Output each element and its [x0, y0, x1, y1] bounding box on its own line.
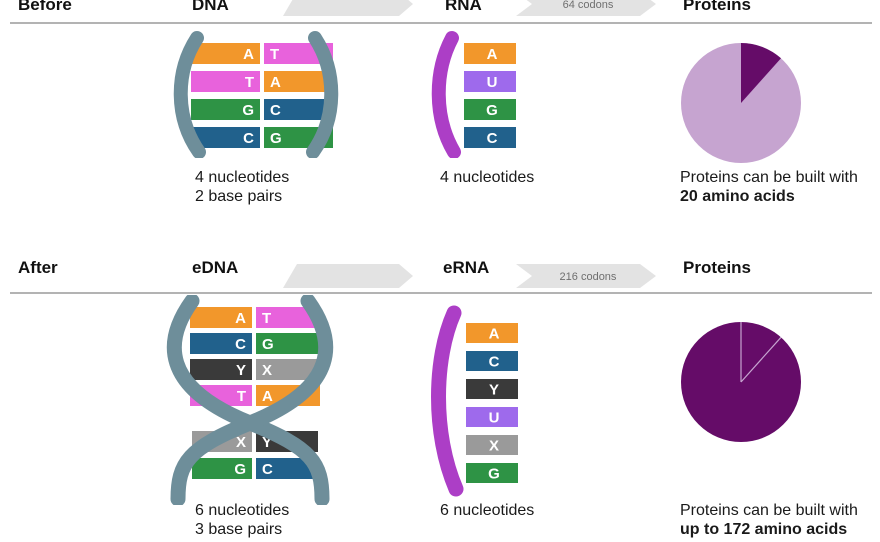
svg-text:G: G	[486, 102, 498, 119]
arrow-rna-to-proteins: 64 codons	[516, 0, 656, 16]
rna-caption-after: 6 nucleotides	[440, 502, 535, 519]
dna-caption-before: 4 nucleotides 2 base pairs	[195, 169, 290, 205]
column-label-proteins: Proteins	[683, 0, 752, 14]
svg-text:G: G	[262, 336, 274, 353]
column-label-proteins: Proteins	[683, 258, 752, 277]
svg-text:C: C	[487, 130, 498, 147]
svg-text:A: A	[243, 46, 254, 63]
column-label-dna: DNA	[192, 0, 229, 14]
svg-text:A: A	[270, 74, 281, 91]
svg-text:Y: Y	[489, 382, 499, 399]
svg-text:A: A	[262, 388, 273, 405]
arrow-dna-to-rna	[283, 0, 413, 16]
svg-text:A: A	[235, 310, 246, 327]
protein-caption-after: Proteins can be built with up to 172 ami…	[680, 502, 858, 538]
svg-text:T: T	[237, 388, 246, 405]
svg-text:C: C	[489, 354, 500, 371]
column-label-rna: RNA	[445, 0, 482, 14]
column-label-edna: eDNA	[192, 258, 239, 277]
svg-text:C: C	[262, 461, 273, 478]
svg-text:C: C	[270, 102, 281, 119]
codons-count-label: 64 codons	[563, 0, 614, 11]
codons-count-label: 216 codons	[560, 271, 617, 283]
row-label-after: After	[18, 258, 58, 277]
svg-text:A: A	[489, 326, 500, 343]
svg-text:A: A	[487, 46, 498, 63]
amino-acid-pie-after	[681, 322, 801, 442]
svg-text:X: X	[262, 362, 272, 379]
svg-text:Y: Y	[262, 434, 272, 451]
svg-text:X: X	[236, 434, 246, 451]
rna-caption-before: 4 nucleotides	[440, 169, 535, 186]
svg-text:G: G	[488, 466, 500, 483]
divider-rule	[10, 22, 872, 24]
column-label-erna: eRNA	[443, 258, 490, 277]
svg-text:Y: Y	[236, 362, 246, 379]
svg-text:T: T	[262, 310, 271, 327]
svg-text:U: U	[487, 74, 498, 91]
dna-caption-after: 6 nucleotides 3 base pairs	[195, 502, 290, 538]
svg-text:C: C	[243, 130, 254, 147]
svg-text:T: T	[270, 46, 279, 63]
svg-text:G: G	[270, 130, 282, 147]
arrow-edna-to-erna	[283, 264, 413, 288]
svg-text:T: T	[245, 74, 254, 91]
row-label-before: Before	[18, 0, 72, 14]
divider-rule	[10, 292, 872, 294]
svg-text:C: C	[235, 336, 246, 353]
amino-acid-pie-before	[681, 43, 801, 163]
svg-text:X: X	[489, 438, 499, 455]
arrow-erna-to-proteins: 216 codons	[516, 264, 656, 288]
svg-text:G: G	[234, 461, 246, 478]
svg-text:G: G	[242, 102, 254, 119]
svg-text:U: U	[489, 410, 500, 427]
protein-caption-before: Proteins can be built with 20 amino acid…	[680, 169, 858, 205]
